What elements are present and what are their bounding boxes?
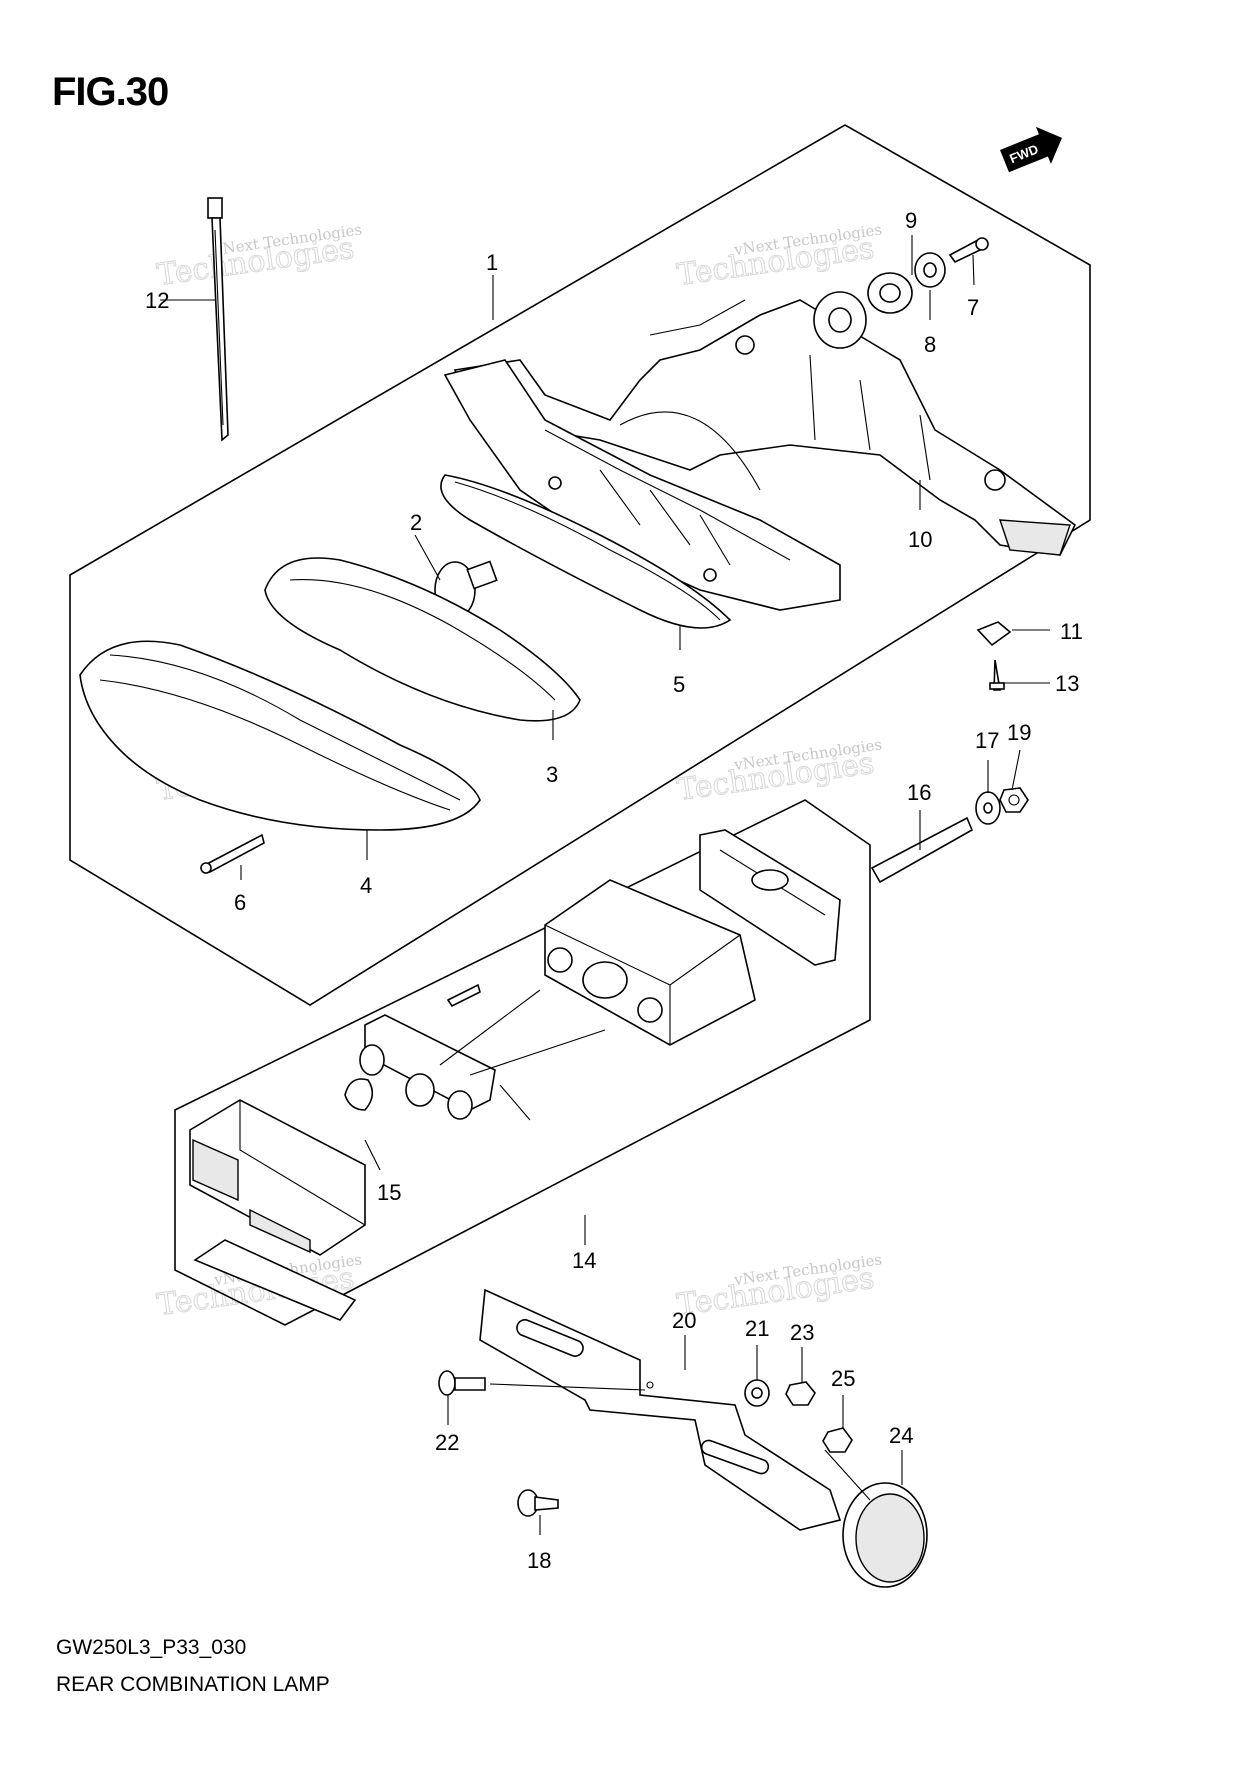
callout-19: 19 [1007, 720, 1031, 745]
bolt-part-22 [438, 1370, 646, 1396]
callout-1: 1 [486, 250, 498, 275]
callout-22: 22 [435, 1430, 459, 1455]
callout-2: 2 [410, 510, 422, 535]
lower-gasket [193, 1239, 357, 1321]
callout-18: 18 [527, 1548, 551, 1573]
lamp-base-bracket [453, 299, 1077, 556]
figure-code: GW250L3_P33_030 [56, 1636, 247, 1659]
grommet-part-9 [813, 272, 913, 349]
callout-4: 4 [360, 873, 372, 898]
callout-15: 15 [377, 1180, 401, 1205]
assembly-box-14 [174, 799, 871, 1326]
washer-part-17 [975, 791, 1001, 825]
callout-24: 24 [889, 1423, 913, 1448]
assembly-box-1 [69, 124, 1091, 1006]
callout-12: 12 [145, 288, 169, 313]
figure-name: REAR COMBINATION LAMP [56, 1673, 330, 1696]
callout-3: 3 [546, 762, 558, 787]
figure-title: FIG.30 [52, 70, 169, 114]
callout-21: 21 [745, 1316, 769, 1341]
cable-tie-part [207, 197, 229, 442]
fwd-arrow-icon: FWD [1000, 126, 1062, 173]
callout-25: 25 [831, 1366, 855, 1391]
reflex-lens-housing [189, 1099, 366, 1256]
socket-plate [359, 989, 606, 1121]
clip-part-18 [517, 1489, 559, 1517]
callout-17: 17 [975, 728, 999, 753]
callout-10: 10 [908, 527, 932, 552]
reflector-part-3 [264, 557, 581, 722]
nut-part-23 [785, 1381, 816, 1406]
callout-7: 7 [967, 295, 979, 320]
washer-part-21 [744, 1379, 770, 1407]
socket-screw [446, 983, 481, 1008]
gasket-part-5 [440, 474, 732, 629]
bulb-part-15 [344, 1078, 374, 1111]
callout-5: 5 [673, 672, 685, 697]
callout-23: 23 [790, 1320, 814, 1345]
callout-14: 14 [572, 1248, 596, 1273]
lens-part-4 [79, 640, 481, 831]
lamp-frame [443, 359, 841, 611]
callout-13: 13 [1055, 671, 1079, 696]
callout-labels: 1 2 3 4 5 6 7 8 9 10 11 12 13 14 15 16 1… [145, 208, 1083, 1573]
screw-part-7 [948, 237, 989, 264]
screw-part-13 [989, 659, 1005, 691]
nut-part-19 [999, 787, 1029, 813]
license-lamp-cover [699, 829, 841, 966]
callout-11: 11 [1060, 619, 1083, 644]
shaft-part-16 [870, 816, 974, 884]
leader-lines [160, 235, 1050, 1535]
license-lamp-housing [544, 879, 756, 1046]
callout-8: 8 [924, 332, 936, 357]
callout-20: 20 [672, 1308, 696, 1333]
callout-16: 16 [907, 780, 931, 805]
screw-part-6 [203, 833, 265, 874]
nut-part-25 [822, 1427, 853, 1453]
clip-part-11 [976, 621, 1012, 647]
callout-9: 9 [905, 208, 917, 233]
reflector-part-24 [824, 1449, 928, 1588]
callout-6: 6 [234, 890, 246, 915]
washer-part-8 [914, 252, 946, 288]
bracket-part-20 [479, 1288, 842, 1531]
